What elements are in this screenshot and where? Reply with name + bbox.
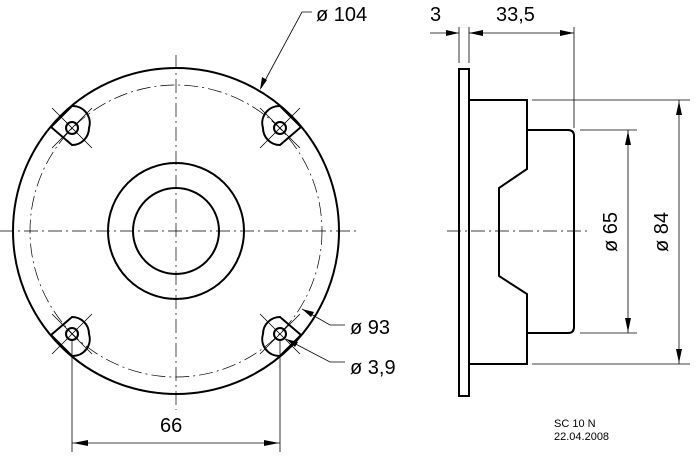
mounting-ear xyxy=(49,315,91,358)
outer-ring xyxy=(107,162,245,300)
rear-diameter-label: ø 65 xyxy=(600,212,622,252)
mounting-holes xyxy=(49,104,303,358)
body-bottom xyxy=(469,333,528,365)
date-label: 22.04.2008 xyxy=(554,431,609,443)
body-top xyxy=(469,99,528,130)
body-diameter-label: ø 84 xyxy=(651,212,673,252)
hole-diameter-label: ø 3,9 xyxy=(350,357,396,379)
dimension-hole-diameter: ø 3,9 xyxy=(285,338,396,379)
mounting-ear xyxy=(261,315,303,358)
dimension-flange-depth: 3 33,5 xyxy=(430,4,575,128)
rear-housing xyxy=(527,129,575,334)
outer-flange-circle xyxy=(12,67,340,395)
body-profile xyxy=(498,130,528,333)
dimension-bolt-circle: ø 93 xyxy=(301,308,390,339)
flange xyxy=(458,68,470,397)
mounting-ear xyxy=(261,104,303,147)
mounting-ear xyxy=(49,104,91,147)
mounting-hole xyxy=(65,121,79,135)
depth-label: 33,5 xyxy=(496,4,535,26)
side-view: 3 33,5 ø 65 ø 84 xyxy=(430,4,690,397)
front-view: ø 104 ø 93 ø 3,9 66 xyxy=(0,4,396,452)
mounting-hole xyxy=(273,121,287,135)
dimension-hole-spacing: 66 xyxy=(71,340,281,452)
dimension-outer-diameter: ø 104 xyxy=(260,4,367,90)
outer-diameter-label: ø 104 xyxy=(316,4,367,26)
bolt-circle xyxy=(29,84,323,378)
bolt-circle-label: ø 93 xyxy=(350,317,390,339)
dimension-body-diameter: ø 84 xyxy=(532,99,690,365)
flange-thickness-label: 3 xyxy=(430,4,441,26)
hole-spacing-label: 66 xyxy=(160,415,182,437)
model-label: SC 10 N xyxy=(554,418,596,430)
dimension-rear-diameter: ø 65 xyxy=(580,129,637,334)
title-block: SC 10 N 22.04.2008 xyxy=(554,418,609,443)
inner-dome xyxy=(132,187,220,275)
